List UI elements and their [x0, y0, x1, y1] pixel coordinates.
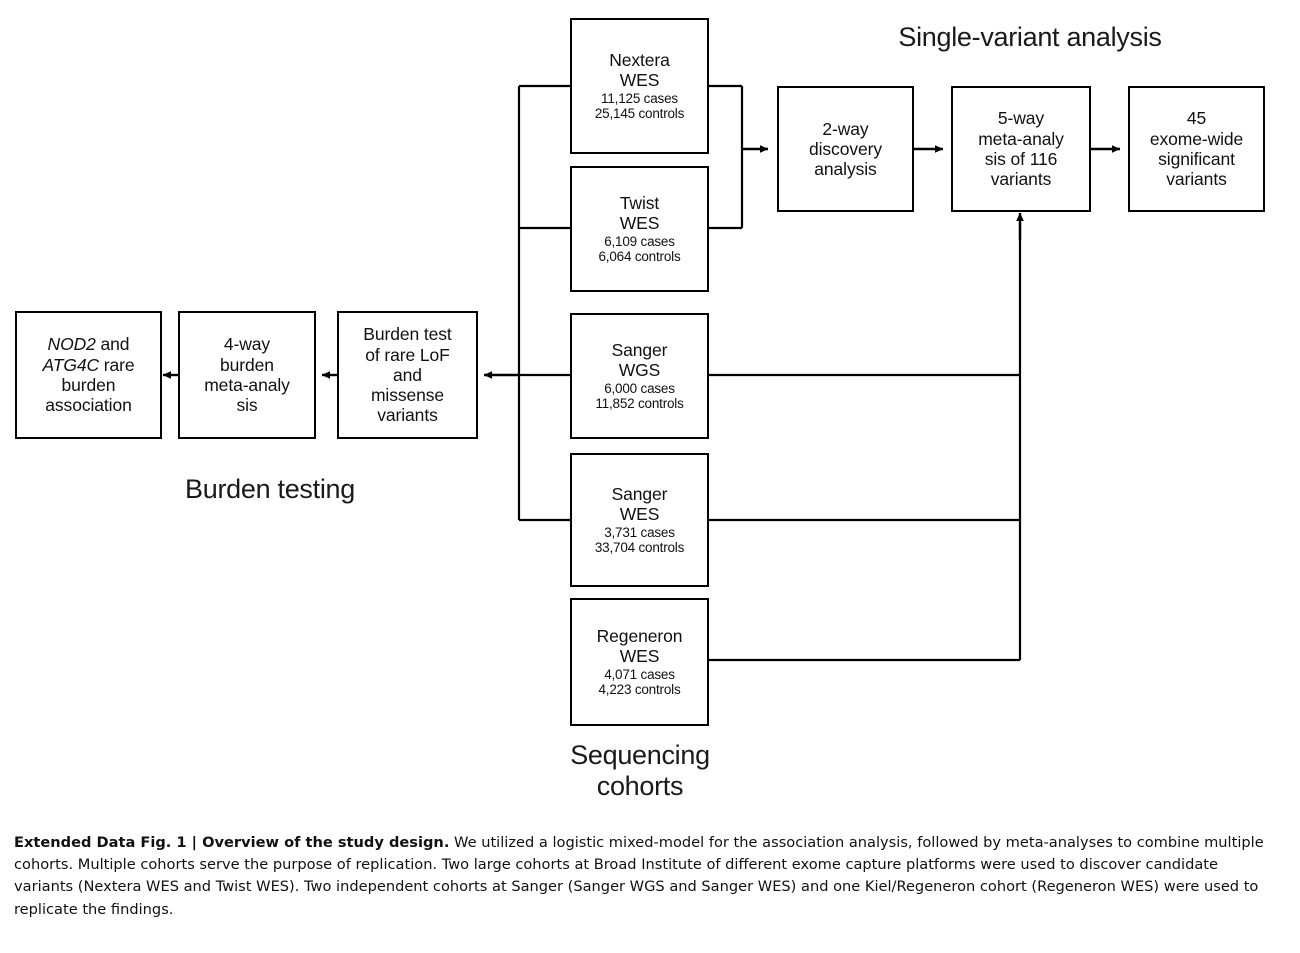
section-label-sequencing-cohorts: Sequencing cohorts	[500, 740, 780, 802]
burden-association-line2: ATG4C rare	[42, 355, 134, 375]
sanger-wes-title-line2: WES	[619, 504, 660, 525]
burden-test-line1: Burden test	[363, 324, 452, 345]
burden-test-line5: variants	[377, 405, 438, 426]
burden-association-line4: association	[45, 395, 132, 416]
node-twist-wes[interactable]: Twist WES 6,109 cases 6,064 controls	[570, 166, 709, 292]
burden-association-line2-rest: rare	[99, 354, 135, 375]
burden-association-line1-rest: and	[95, 334, 130, 355]
node-exome-wide-significant-variants[interactable]: 45 exome-wide significant variants	[1128, 86, 1265, 212]
four-way-burden-line4: sis	[236, 395, 258, 416]
two-way-discovery-line3: analysis	[814, 159, 877, 180]
node-4way-burden-meta-analysis[interactable]: 4-way burden meta-analy sis	[178, 311, 316, 439]
burden-association-gene-nod2: NOD2	[47, 334, 96, 355]
node-2way-discovery-analysis[interactable]: 2-way discovery analysis	[777, 86, 914, 212]
node-nextera-wes[interactable]: Nextera WES 11,125 cases 25,145 controls	[570, 18, 709, 154]
sanger-wes-cases: 3,731 cases	[604, 524, 675, 540]
burden-test-line2: of rare LoF	[365, 344, 450, 365]
twist-wes-cases: 6,109 cases	[604, 233, 675, 249]
node-burden-test-rare-lof-missense[interactable]: Burden test of rare LoF and missense var…	[337, 311, 478, 439]
regeneron-wes-title-line1: Regeneron	[596, 626, 683, 647]
node-sanger-wgs[interactable]: Sanger WGS 6,000 cases 11,852 controls	[570, 313, 709, 439]
regeneron-wes-cases: 4,071 cases	[604, 666, 675, 682]
section-label-burden-testing: Burden testing	[185, 474, 355, 504]
four-way-burden-line1: 4-way	[223, 334, 271, 355]
burden-test-line3: and	[393, 364, 422, 385]
sanger-wgs-title-line2: WGS	[618, 360, 661, 381]
regeneron-wes-controls: 4,223 controls	[598, 682, 681, 698]
exome-wide-line2: exome-wide	[1149, 128, 1244, 149]
figure-caption-label: Extended Data Fig. 1 | Overview of the s…	[14, 834, 450, 851]
regeneron-wes-title-line2: WES	[619, 646, 660, 667]
five-way-meta-line4: variants	[990, 169, 1052, 190]
twist-wes-title-line2: WES	[619, 213, 660, 234]
four-way-burden-line2: burden	[220, 354, 274, 375]
sanger-wgs-controls: 11,852 controls	[595, 396, 684, 412]
sanger-wes-controls: 33,704 controls	[594, 540, 685, 556]
figure-caption-body: We utilized a logistic mixed-model for t…	[14, 834, 1264, 918]
two-way-discovery-line2: discovery	[808, 138, 882, 159]
node-regeneron-wes[interactable]: Regeneron WES 4,071 cases 4,223 controls	[570, 598, 709, 726]
five-way-meta-line2: meta-analy	[978, 128, 1064, 149]
two-way-discovery-line1: 2-way	[822, 118, 869, 139]
section-label-single-variant-analysis: Single-variant analysis	[898, 22, 1162, 52]
sequencing-cohorts-line2: cohorts	[596, 770, 684, 801]
burden-test-line4: missense	[370, 385, 445, 406]
study-design-diagram: Single-variant analysis Burden testing S…	[15, 18, 1265, 802]
sanger-wgs-title-line1: Sanger	[611, 340, 668, 361]
exome-wide-line4: variants	[1166, 169, 1227, 190]
nextera-wes-title-line1: Nextera	[609, 50, 670, 71]
nextera-wes-title-line2: WES	[619, 70, 660, 91]
figure-caption: Extended Data Fig. 1 | Overview of the s…	[14, 832, 1276, 921]
four-way-burden-line3: meta-analy	[204, 375, 290, 395]
nextera-wes-cases: 11,125 cases	[601, 90, 678, 106]
node-sanger-wes[interactable]: Sanger WES 3,731 cases 33,704 controls	[570, 453, 709, 587]
node-nod2-atg4c-burden-association[interactable]: NOD2 and ATG4C rare burden association	[15, 311, 162, 439]
five-way-meta-line1: 5-way	[997, 108, 1045, 129]
burden-association-line3: burden	[61, 375, 116, 395]
nextera-wes-controls: 25,145 controls	[594, 106, 685, 122]
exome-wide-line3: significant	[1158, 149, 1235, 169]
burden-association-line1: NOD2 and	[48, 334, 130, 354]
twist-wes-controls: 6,064 controls	[598, 249, 681, 265]
node-5way-meta-analysis[interactable]: 5-way meta-analy sis of 116 variants	[951, 86, 1091, 212]
sanger-wgs-cases: 6,000 cases	[604, 380, 675, 396]
five-way-meta-line3: sis of 116	[984, 149, 1058, 169]
burden-association-gene-atg4c: ATG4C	[42, 354, 100, 375]
exome-wide-line1: 45	[1186, 108, 1207, 129]
twist-wes-title-line1: Twist	[619, 193, 660, 214]
sequencing-cohorts-line1: Sequencing	[570, 740, 710, 770]
sanger-wes-title-line1: Sanger	[611, 484, 668, 505]
